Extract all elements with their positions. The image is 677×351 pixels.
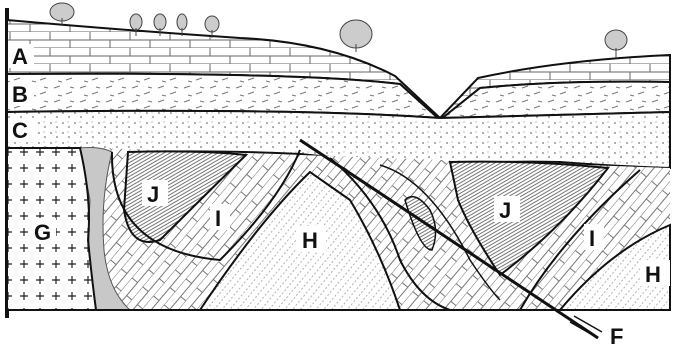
label-h-right: H: [645, 262, 661, 287]
tree-icon: [50, 3, 74, 26]
tree-icon: [605, 30, 627, 58]
label-j-left: J: [147, 182, 159, 207]
label-i-right: I: [589, 226, 595, 251]
label-j-right: J: [499, 198, 511, 223]
label-h-left: H: [302, 228, 318, 253]
label-b: B: [12, 82, 28, 107]
tree-icon: [340, 20, 372, 52]
folded-basement: [7, 148, 670, 311]
label-f: F: [610, 324, 623, 349]
label-a: A: [12, 44, 28, 69]
tree-icon: [177, 14, 187, 36]
label-i-left: I: [215, 206, 221, 231]
fault-arrow-icon: [570, 316, 602, 338]
tree-icon: [205, 16, 219, 38]
label-c: C: [12, 118, 28, 143]
label-g: G: [34, 220, 51, 245]
